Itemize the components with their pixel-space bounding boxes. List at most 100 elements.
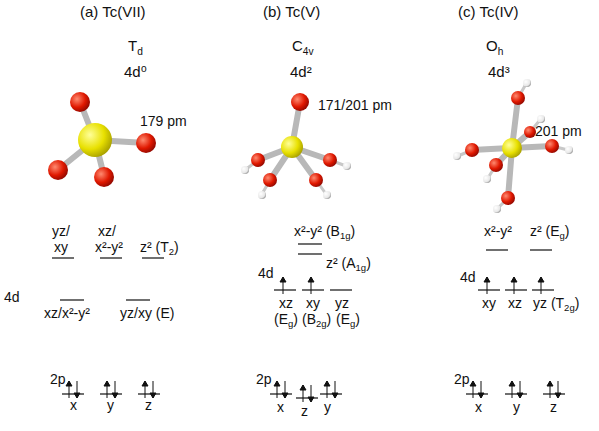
- level-line: [296, 397, 318, 398]
- level-line: [330, 289, 352, 290]
- orbital-label-line: yz: [335, 296, 349, 311]
- orbital-label: yz/xy (E): [120, 305, 174, 321]
- point-group: 4v: [303, 46, 314, 57]
- bond-length: 179 pm: [140, 113, 187, 129]
- orbital-label: x²-y²: [95, 239, 123, 255]
- orbital-label: z² (E: [530, 223, 560, 239]
- orbital-label-line: x²-y²: [95, 240, 123, 255]
- shell-label: 4d: [4, 289, 20, 305]
- orbital-label: xy: [482, 295, 496, 311]
- level-line: [60, 299, 84, 300]
- panel-title: (a) Tc(VII): [80, 3, 146, 20]
- electron-arrow: [511, 277, 517, 282]
- orbital-label: x²-y²: [484, 223, 512, 239]
- orbital-label-line: z: [301, 404, 308, 419]
- orbital-label: x: [70, 397, 77, 413]
- electron-arrow: [478, 393, 484, 398]
- shell-label: 2p: [50, 371, 66, 387]
- shell-label: 2p: [454, 371, 470, 387]
- point-group: T: [128, 37, 137, 54]
- level-line: [505, 289, 527, 290]
- orbital-label: xy: [54, 239, 68, 255]
- electron-arrow: [308, 277, 314, 282]
- orbital-label: 1g: [356, 262, 367, 273]
- shell-label-line: 2p: [50, 372, 66, 387]
- level-line: [478, 289, 500, 290]
- electron-config-line: 4d²: [290, 64, 312, 81]
- orbital-label: ): [565, 223, 570, 239]
- orbital-label: y: [513, 399, 520, 415]
- orbital-label: yz (T: [533, 295, 564, 311]
- level-line: [62, 393, 84, 394]
- orbital-label: z: [550, 399, 557, 415]
- orbital-label: 1g: [340, 230, 351, 241]
- shell-label: 4d: [460, 269, 476, 285]
- symmetry-label: (E: [274, 311, 288, 327]
- oh-bonds: [245, 84, 568, 208]
- orbital-label: yz: [335, 295, 349, 311]
- orbital-label-line: xz: [279, 296, 293, 311]
- electron-arrow: [280, 277, 286, 282]
- orbital-label: yz/: [52, 223, 70, 239]
- orbital-label-line: yz/: [52, 224, 70, 239]
- shell-label-line: 2p: [454, 372, 470, 387]
- orbital-label: x: [277, 399, 284, 415]
- electron-arrow: [104, 381, 110, 386]
- bond-length-line: 179 pm: [140, 114, 187, 129]
- point-group-line: Oh: [486, 38, 503, 57]
- level-line: [138, 393, 160, 394]
- orbital-label-line: z² (A1g): [326, 256, 371, 274]
- electron-arrow: [66, 381, 72, 386]
- panel-title: (c) Tc(IV): [458, 3, 519, 20]
- hydrogen-atoms: [241, 79, 573, 213]
- orbital-label: xz/x²-y²: [44, 305, 90, 321]
- level-line: [298, 243, 322, 244]
- symmetry-label-line: (B2g): [302, 312, 331, 330]
- electron-arrow: [547, 381, 553, 386]
- electron-arrow: [555, 393, 561, 398]
- electron-arrow: [308, 397, 314, 402]
- electron-arrow: [517, 393, 523, 398]
- level-line: [270, 393, 292, 394]
- level-line: [100, 257, 122, 258]
- level-line: [126, 299, 150, 300]
- symmetry-label: ): [293, 311, 298, 327]
- electron-arrow: [282, 393, 288, 398]
- orbital-label: z: [145, 397, 152, 413]
- point-group-line: Td: [128, 38, 143, 57]
- energy-levels: [52, 244, 565, 398]
- level-line: [530, 249, 552, 250]
- electron-arrow: [324, 381, 330, 386]
- electron-config: 4d²: [290, 63, 312, 80]
- level-line: [274, 289, 296, 290]
- electron-arrows: [66, 277, 561, 402]
- orbital-label-line: z² (Eg): [530, 224, 570, 242]
- electron-arrow: [484, 277, 490, 282]
- orbital-label-line: z: [550, 400, 557, 415]
- panel-title-line: (b) Tc(V): [263, 4, 320, 21]
- orbital-label: ): [575, 295, 580, 311]
- orbital-label: xy: [306, 295, 320, 311]
- orbital-label-line: y: [324, 400, 331, 415]
- symmetry-label: ): [355, 311, 360, 327]
- shell-label-line: 4d: [4, 290, 20, 305]
- symmetry-label: g: [350, 318, 355, 329]
- orbital-label: ): [350, 223, 355, 239]
- level-line: [320, 393, 342, 394]
- orbital-label-line: xy: [54, 240, 68, 255]
- level-line: [466, 393, 488, 394]
- orbital-label-line: xz: [508, 296, 522, 311]
- electron-arrow: [274, 381, 280, 386]
- orbital-label-line: xz/: [98, 224, 116, 239]
- level-line: [486, 249, 508, 250]
- symmetry-label: ): [327, 311, 332, 327]
- shell-label-line: 2p: [256, 372, 272, 387]
- orbital-label: y: [324, 399, 331, 415]
- orbital-label-line: x: [277, 400, 284, 415]
- point-group: C: [292, 37, 303, 54]
- symmetry-label: (E: [336, 311, 350, 327]
- level-line: [302, 289, 324, 290]
- level-line: [100, 393, 122, 394]
- orbital-label: xz: [279, 295, 293, 311]
- panel-title: (b) Tc(V): [263, 3, 320, 20]
